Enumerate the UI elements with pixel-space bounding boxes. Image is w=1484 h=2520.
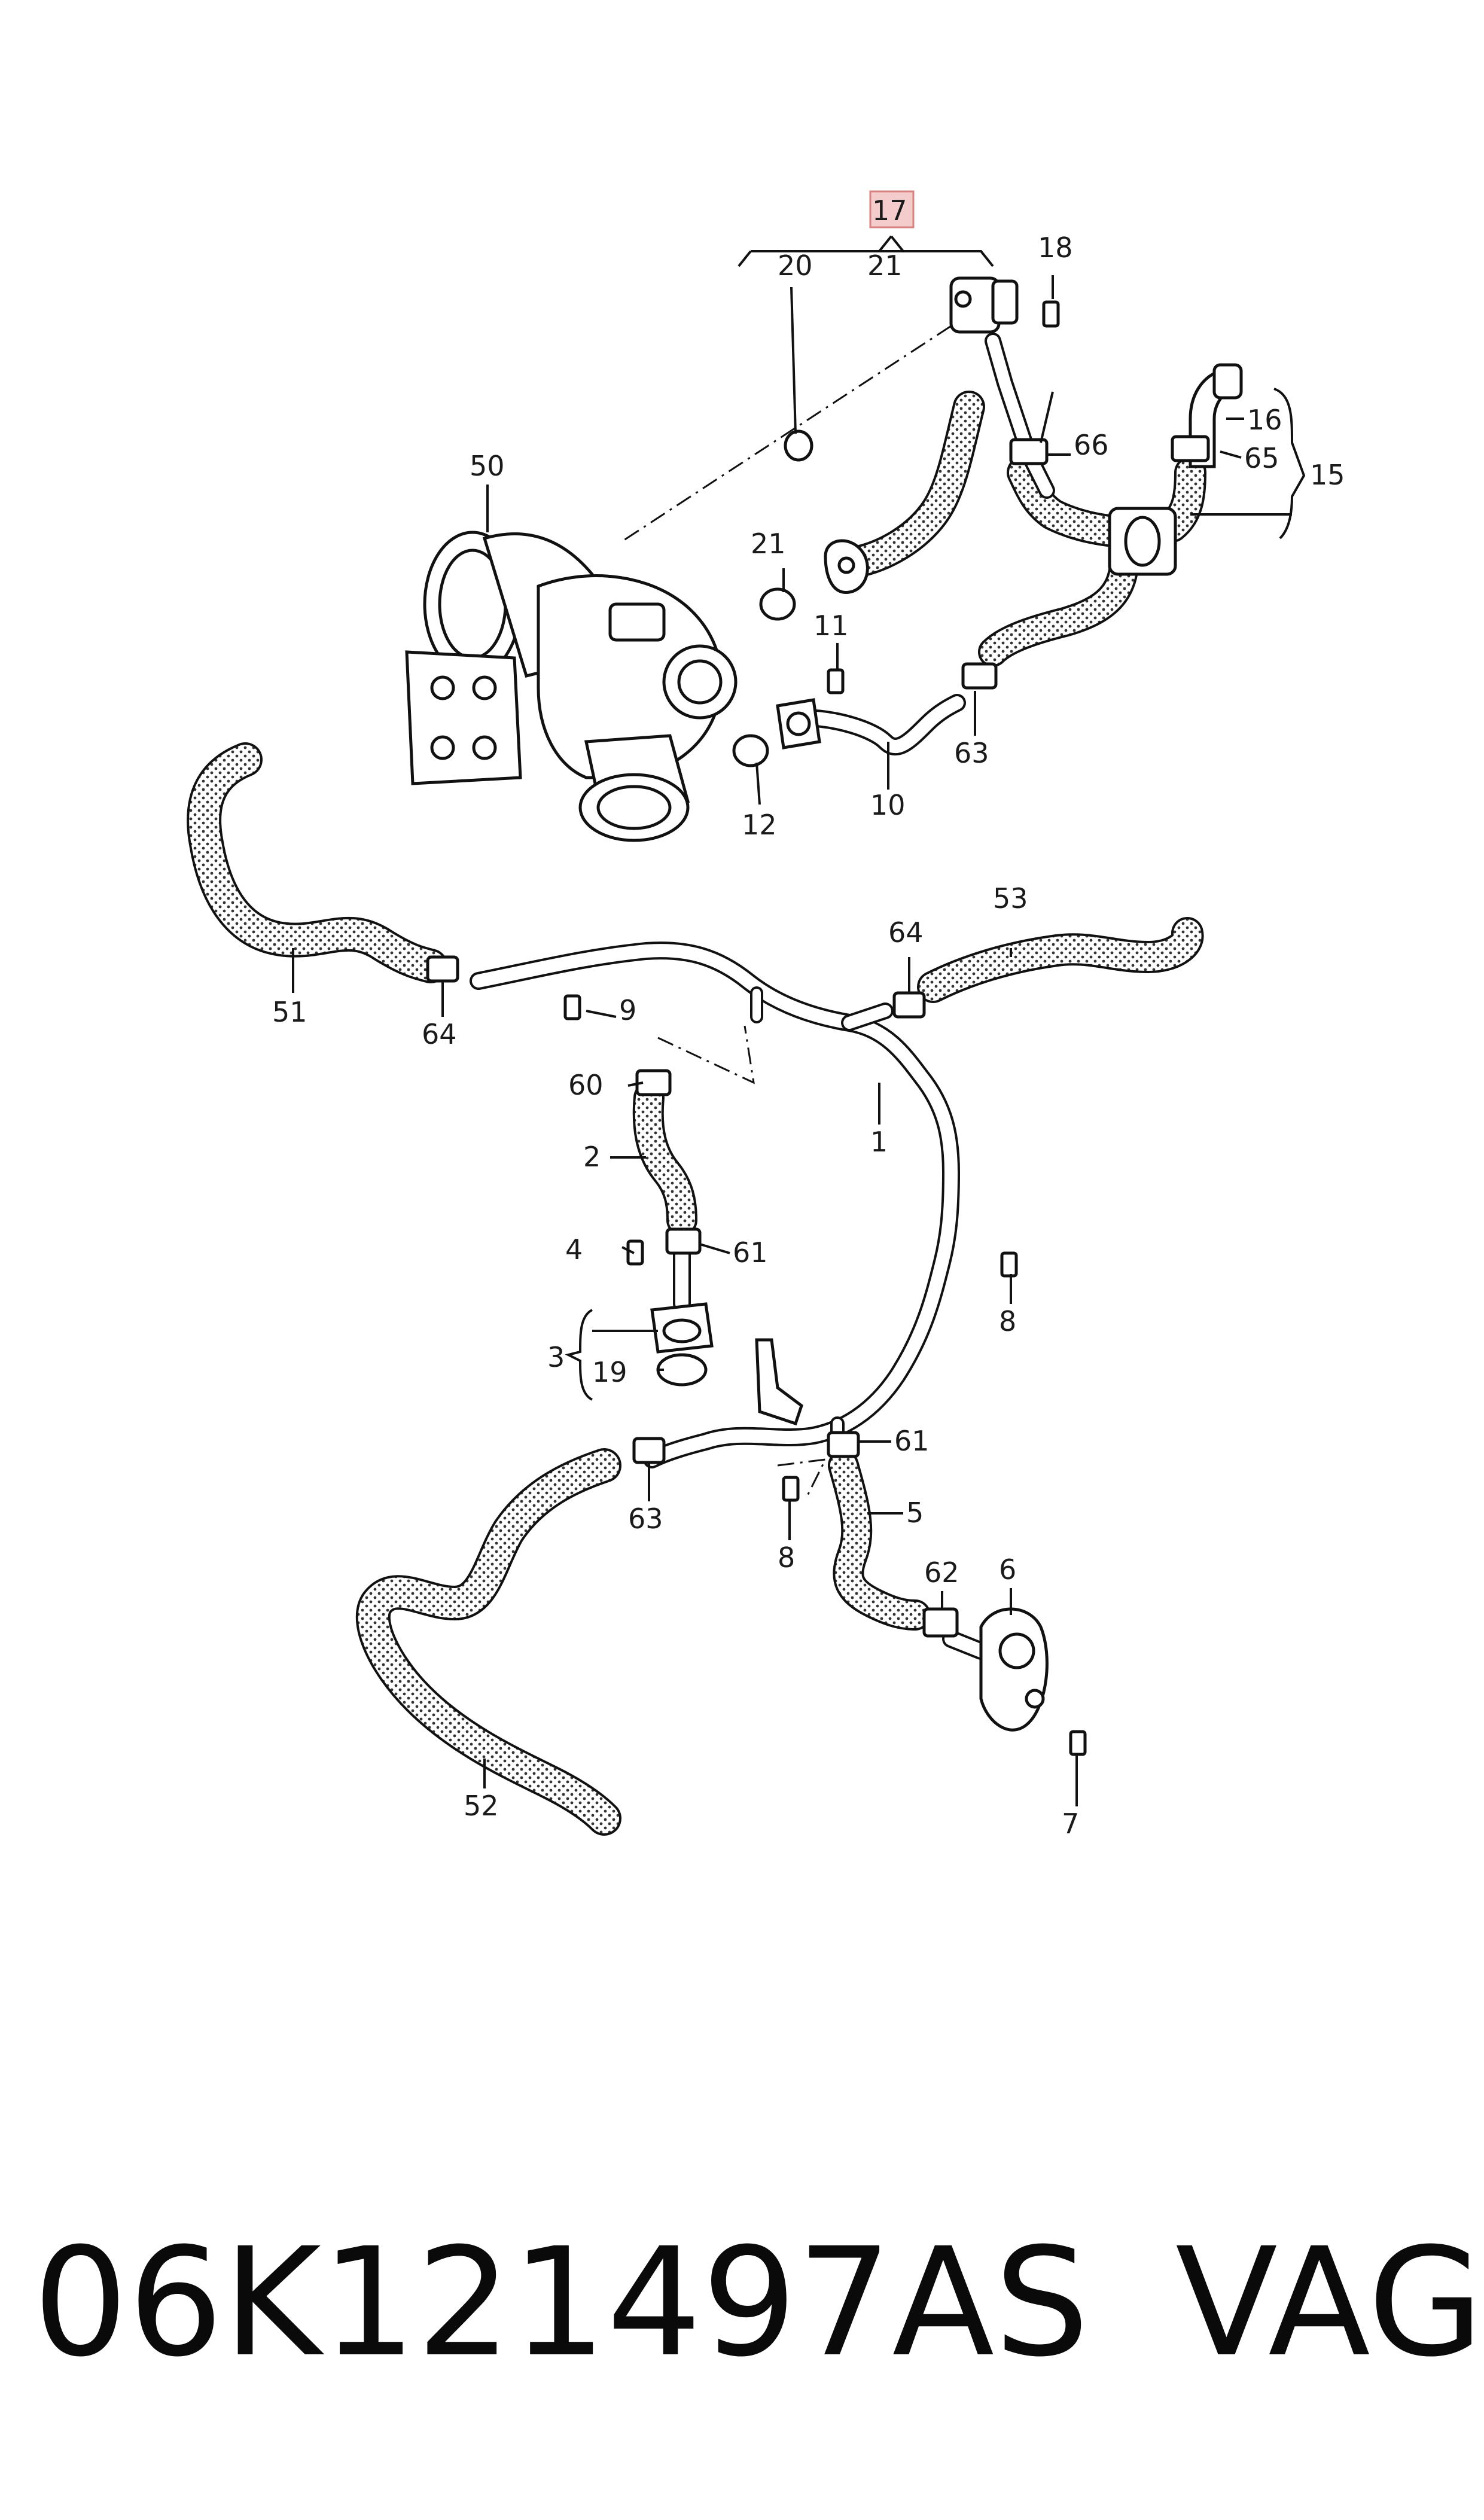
leader-lines: [292, 235, 1306, 1806]
hoses: [187, 391, 1206, 1836]
callout-label: 64: [888, 916, 924, 949]
callout-label: 8: [999, 1305, 1016, 1337]
callout-label: 66: [1074, 429, 1109, 461]
callout-label: 1: [870, 1126, 888, 1158]
callout-label: 17: [872, 194, 907, 227]
callout-label: 52: [464, 1790, 499, 1822]
connector-17: [949, 276, 1019, 334]
callout-label: 60: [568, 1069, 604, 1101]
callout-label: 65: [1244, 442, 1279, 474]
callout-label: 61: [894, 1425, 930, 1457]
callout-label: 64: [422, 1018, 457, 1050]
callout-label: 18: [1038, 231, 1073, 264]
callout-label: 61: [733, 1236, 768, 1269]
part-number: 06K121497AS: [33, 2216, 1090, 2390]
callout-label: 9: [619, 994, 636, 1026]
bolts: [563, 300, 1087, 1756]
sealing-rings: [656, 429, 813, 1387]
callout-label: 50: [470, 450, 505, 482]
callout-label: 12: [742, 809, 777, 841]
callout-label: 7: [1062, 1808, 1079, 1840]
callout-label: 15: [1310, 459, 1345, 491]
callout-label: 19: [592, 1356, 627, 1388]
callout-label: 11: [813, 610, 849, 642]
callout-labels: 17 21 20 18 16 66 65 15 50 21 11 63 10 1…: [272, 194, 1345, 1840]
alignment-lines: [621, 325, 952, 1496]
callout-label: 53: [993, 882, 1028, 915]
callout-label: 4: [565, 1233, 583, 1266]
callout-label: 20: [778, 249, 813, 282]
callout-17-box: [869, 190, 915, 228]
callout-label: 6: [999, 1553, 1016, 1586]
callout-label: 5: [906, 1497, 924, 1529]
flange-21-lower: [824, 539, 869, 594]
callout-label: 62: [924, 1556, 959, 1589]
callout-label: 63: [628, 1503, 663, 1535]
callout-label: 21: [751, 528, 786, 560]
callout-label: 10: [870, 789, 906, 821]
callout-label: 21: [867, 249, 903, 282]
tee-connector-15: [1108, 507, 1177, 576]
flange-10: [776, 698, 821, 749]
callout-label: 3: [547, 1341, 565, 1373]
bracket-lower: [755, 1338, 803, 1426]
callout-label: 51: [272, 996, 307, 1028]
callout-label: 2: [583, 1141, 601, 1173]
footer: 06K121497AS VAG: [33, 2213, 1483, 2393]
callout-label: 63: [954, 737, 989, 769]
turbocharger: [405, 531, 738, 842]
pipes: [470, 333, 1055, 1660]
bracket-3: [650, 1302, 714, 1354]
callout-label: 16: [1247, 404, 1282, 436]
water-pump-6: [979, 1607, 1049, 1732]
callout-label: 8: [778, 1541, 795, 1574]
brand-label: VAG: [1175, 2216, 1484, 2390]
clamps: [426, 435, 1210, 1638]
